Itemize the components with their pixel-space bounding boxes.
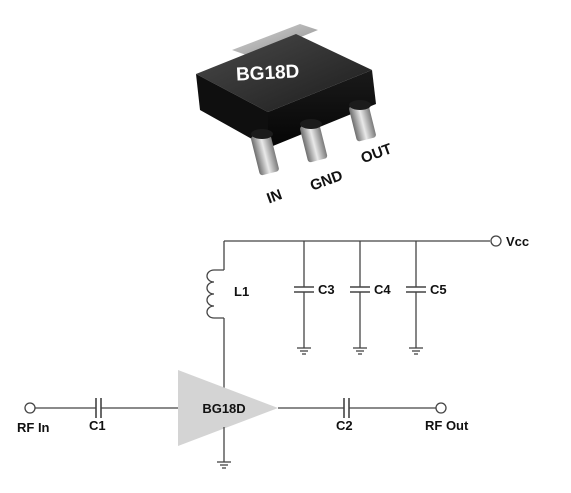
pin-label-out: OUT xyxy=(359,140,395,167)
amplifier-ground xyxy=(217,427,231,469)
capacitor-c5 xyxy=(406,241,426,355)
rf-in-label: RF In xyxy=(17,420,50,435)
vcc-terminal xyxy=(490,235,502,247)
package-right-face xyxy=(268,70,376,148)
amplifier-label: BG18D xyxy=(202,401,245,416)
pin-gnd xyxy=(300,119,328,163)
capacitor-c4-label: C4 xyxy=(374,282,391,297)
rf-out-label: RF Out xyxy=(425,418,469,433)
sot89-package-image: BG18D IN GND OUT xyxy=(196,24,394,207)
rf-in-terminal xyxy=(24,402,36,414)
rf-out-terminal xyxy=(435,402,447,414)
capacitor-c4 xyxy=(350,241,370,355)
application-schematic: Vcc L1 C3 C4 xyxy=(17,234,529,469)
inductor-label: L1 xyxy=(234,284,249,299)
package-marking: BG18D xyxy=(236,61,300,85)
pin-label-gnd: GND xyxy=(308,167,345,194)
capacitor-c3 xyxy=(294,241,314,355)
capacitor-c2-label: C2 xyxy=(336,418,353,433)
inductor-l1 xyxy=(206,269,224,319)
vcc-label: Vcc xyxy=(506,234,529,249)
pin-out xyxy=(349,100,376,142)
package-top-face xyxy=(196,34,372,112)
package-tab xyxy=(232,24,318,57)
package-front-face xyxy=(196,74,268,148)
capacitor-c1-label: C1 xyxy=(89,418,106,433)
capacitor-c3-label: C3 xyxy=(318,282,335,297)
capacitor-c1 xyxy=(95,398,102,418)
capacitor-c2 xyxy=(343,398,350,418)
pin-label-in: IN xyxy=(265,186,285,207)
capacitor-c5-label: C5 xyxy=(430,282,447,297)
amplifier-symbol xyxy=(178,370,278,446)
pin-in xyxy=(251,129,279,176)
